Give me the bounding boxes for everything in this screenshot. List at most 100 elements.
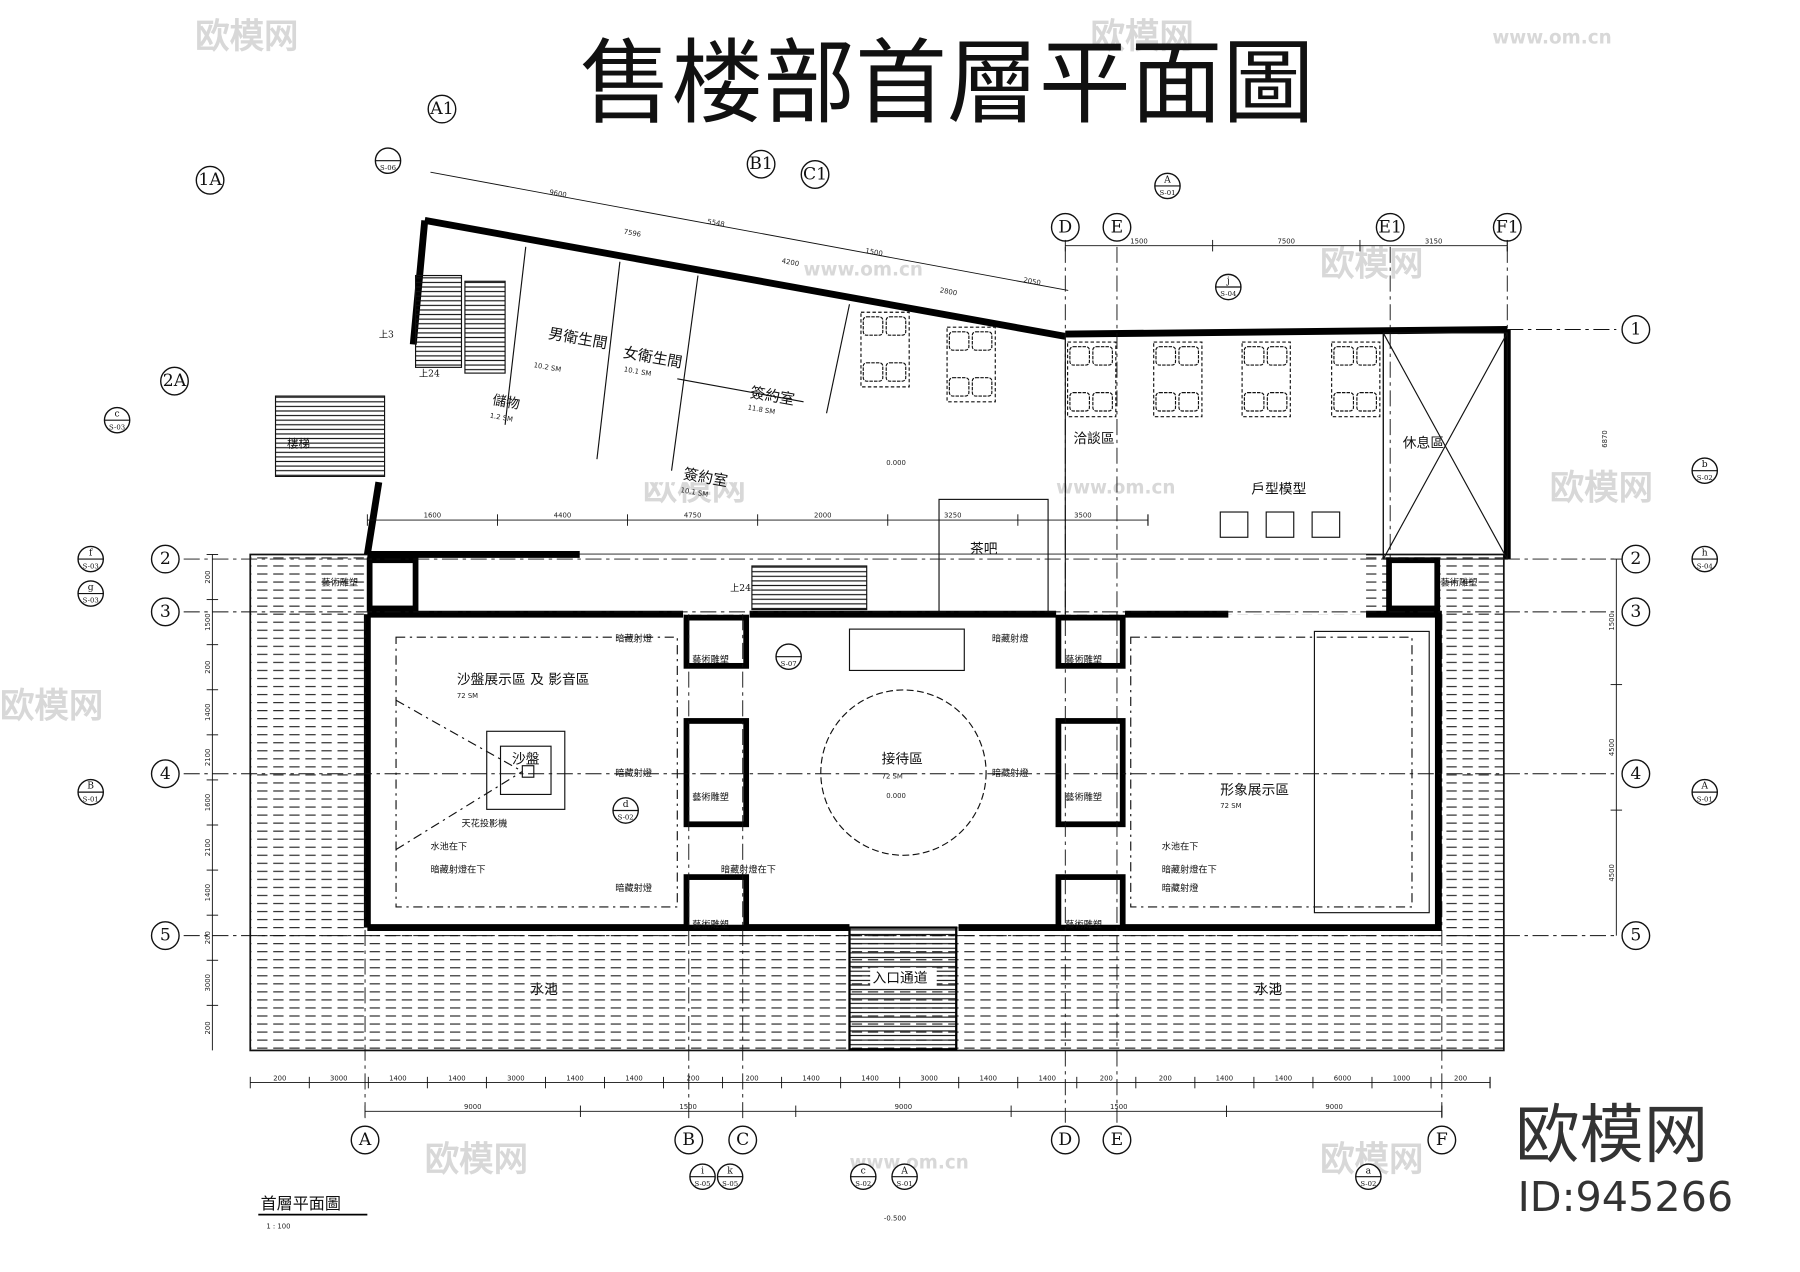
dimension-label: 200	[1100, 1074, 1113, 1082]
main-building	[363, 557, 1442, 932]
svg-text:藝術雕塑: 藝術雕塑	[692, 791, 729, 803]
dimension-label: 200	[746, 1074, 759, 1082]
svg-text:5: 5	[160, 926, 171, 946]
svg-text:f: f	[89, 548, 93, 559]
svg-text:h: h	[1702, 548, 1708, 559]
grid-bubble-row3-left: 3	[150, 597, 180, 627]
svg-text:E: E	[1111, 217, 1124, 237]
svg-text:www.om.cn: www.om.cn	[1056, 478, 1175, 499]
svg-text:S-02: S-02	[1697, 474, 1713, 482]
dimension-label: 2800	[939, 286, 958, 297]
svg-text:藝術雕塑: 藝術雕塑	[1065, 791, 1102, 803]
dimension-label: 200	[204, 931, 212, 944]
svg-text:S-01: S-01	[1159, 189, 1175, 197]
dimension-label: 200	[204, 570, 212, 583]
svg-text:E: E	[1111, 1130, 1124, 1150]
svg-text:水池在下: 水池在下	[1162, 841, 1199, 853]
section-mark: BS-01	[77, 778, 105, 806]
svg-text:欧模网: 欧模网	[0, 687, 103, 727]
svg-text:A: A	[900, 1165, 908, 1176]
grid-bubble-row2-right: 2	[1621, 544, 1651, 574]
svg-text:水池在下: 水池在下	[430, 841, 467, 853]
grid-bubble-B: B	[674, 1125, 704, 1155]
svg-text:欧模网: 欧模网	[1515, 1098, 1708, 1173]
grid-bubble-E: E	[1102, 1125, 1132, 1155]
dimension-label: 6870	[1601, 430, 1609, 448]
dimension-label: 9000	[895, 1103, 912, 1111]
room-label: 接待區	[882, 750, 923, 767]
svg-text:A: A	[358, 1130, 372, 1150]
svg-text:www.om.cn: www.om.cn	[804, 260, 923, 281]
dimension-label: 200	[273, 1074, 286, 1082]
grid-bubble-row4-right: 4	[1621, 759, 1651, 789]
dimension-label: 9000	[1325, 1103, 1342, 1111]
svg-text:S-04: S-04	[1697, 562, 1714, 570]
svg-text:S-01: S-01	[1697, 795, 1713, 803]
svg-text:2: 2	[1630, 549, 1641, 569]
dimension-label: 200	[1159, 1074, 1172, 1082]
dimension-label: 3250	[944, 512, 961, 520]
svg-text:1: 1	[1630, 319, 1641, 339]
section-mark: aS-02	[1355, 1163, 1382, 1191]
room-label: 水池	[1255, 982, 1283, 998]
grid-bubble-D-top: D	[1050, 212, 1080, 242]
room-label: 茶吧	[970, 541, 998, 557]
room-label: 儲物	[491, 392, 521, 413]
dimension-label: 7596	[623, 228, 642, 239]
grid-bubble-E1: E1	[1375, 212, 1405, 242]
svg-text:藝術雕塑: 藝術雕塑	[321, 576, 358, 588]
grid-bubble-row5-left: 5	[150, 921, 180, 951]
section-mark: fS-03	[77, 545, 105, 573]
dimension-label: 2050	[1023, 276, 1042, 287]
svg-text:D: D	[1058, 217, 1072, 237]
grid-bubble-row4-left: 4	[150, 759, 180, 789]
dimension-label: 2100	[204, 749, 212, 767]
svg-text:C: C	[736, 1130, 749, 1150]
svg-text:欧模网: 欧模网	[1550, 468, 1653, 508]
svg-text:ID:945266: ID:945266	[1518, 1173, 1734, 1221]
svg-text:藝術雕塑: 藝術雕塑	[692, 653, 729, 665]
dimension-label: 1400	[1039, 1074, 1056, 1082]
grid-axes: A B C D E F A1 B1 C1 D E E1 F1 1A 2A 2 3…	[150, 94, 1651, 1155]
grid-bubble-row2-left: 2	[150, 544, 180, 574]
section-mark: kS-05	[716, 1163, 744, 1191]
table-set	[860, 311, 910, 388]
svg-text:S-02: S-02	[855, 1180, 871, 1188]
svg-text:4: 4	[160, 764, 171, 784]
svg-text:g: g	[88, 582, 94, 593]
svg-text:欧模网: 欧模网	[425, 1140, 528, 1180]
svg-text:上3: 上3	[379, 330, 394, 341]
svg-text:S-05: S-05	[722, 1180, 738, 1188]
svg-text:c: c	[861, 1165, 866, 1176]
svg-text:藝術雕塑: 藝術雕塑	[1065, 919, 1102, 931]
svg-text:暗藏射燈在下: 暗藏射燈在下	[721, 863, 776, 875]
room-label: 休息區	[1403, 435, 1444, 452]
svg-text:首層平面圖: 首層平面圖	[261, 1194, 341, 1213]
svg-text:B: B	[682, 1130, 695, 1150]
svg-text:S-01: S-01	[83, 795, 99, 803]
watermark-logo: 欧模网 ID:945266	[1515, 1098, 1733, 1221]
dimension-label: 4750	[684, 512, 701, 520]
dimension-label: 1400	[979, 1074, 996, 1082]
drawing-title: 售楼部首層平面圖	[580, 30, 1315, 137]
dimension-label: 1400	[625, 1074, 642, 1082]
section-mark: cS-03	[103, 406, 131, 434]
svg-text:A: A	[1163, 175, 1171, 186]
entry-steps	[848, 926, 958, 1051]
grid-bubble-B1: B1	[746, 149, 776, 179]
svg-text:藝術雕塑: 藝術雕塑	[1441, 576, 1478, 588]
dimension-label: 1400	[1275, 1074, 1292, 1082]
upper-wing	[274, 217, 1511, 672]
svg-text:0.000: 0.000	[886, 792, 906, 800]
model-display	[1265, 511, 1295, 538]
model-display	[1311, 511, 1341, 538]
grid-bubble-C1: C1	[800, 160, 830, 189]
svg-text:4: 4	[1630, 764, 1641, 784]
room-labels: 男衛生間 10.2 SM 女衛生間 10.1 SM 簽約室 11.8 SM 簽約…	[457, 324, 1444, 998]
dimension-label: 1400	[566, 1074, 583, 1082]
svg-text:暗藏射燈在下: 暗藏射燈在下	[430, 863, 485, 875]
svg-text:72 SM: 72 SM	[882, 772, 903, 780]
dimension-label: 1000	[1393, 1074, 1410, 1082]
section-mark: bS-02	[1691, 457, 1719, 485]
